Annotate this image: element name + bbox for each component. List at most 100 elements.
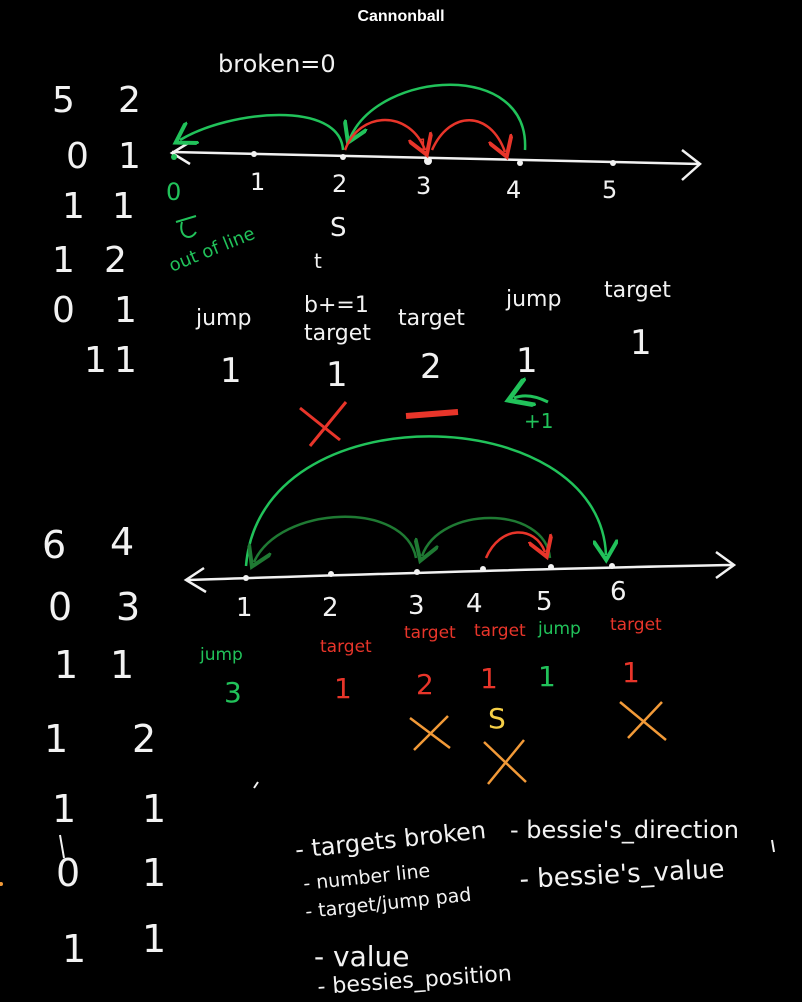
nl2-tick-1: 1 [236, 593, 253, 623]
nl1-type-0: jump [195, 306, 251, 331]
nl2-tick-4: 4 [466, 589, 483, 619]
nl2-tick-5: 5 [536, 587, 553, 617]
input1-a5: 1 [84, 340, 107, 381]
input2-b4: 1 [142, 787, 166, 831]
nl1-tick-4: 4 [506, 176, 521, 204]
out-of-line-text: out of line [166, 223, 258, 276]
nl1-type-1: b+=1 [304, 293, 369, 318]
nl2-type-2: target [320, 637, 372, 657]
nl1-tick-0: 0 [166, 178, 181, 206]
value-labels-1: 1 1 2 1 1 [220, 323, 652, 395]
nl2-type-1: jump [199, 645, 243, 665]
cross-mark-2c [619, 701, 667, 741]
nl1-tick-1: 1 [250, 168, 265, 196]
nl1-value-1: 1 [326, 355, 348, 395]
input1-b0: 2 [118, 80, 141, 121]
nl1-type-5: target [604, 278, 671, 303]
input2-b0: 4 [110, 520, 134, 564]
nl2-type-6: target [610, 615, 662, 635]
input2-a0: 6 [42, 523, 66, 567]
nl2-point-4 [480, 566, 486, 572]
nl1-type-4: jump [505, 287, 561, 312]
jump-arc-3-to-1 [254, 515, 418, 562]
cross-mark-2b [483, 739, 527, 785]
target-arc-3-to-4 [430, 119, 505, 152]
marks-1 [299, 396, 549, 447]
nl1-point-0 [171, 154, 177, 160]
nl1-value-0: 1 [220, 351, 242, 391]
arrows-1: 1 [180, 83, 527, 154]
number-line-2 [183, 550, 737, 594]
input2-a5: 0 [56, 851, 80, 895]
notes-left: - targets broken - number line - target/… [294, 816, 513, 1000]
nl2-tick-3: 3 [408, 591, 425, 621]
nl2-value-5: 1 [538, 660, 556, 693]
nl1-tick-3: 3 [416, 172, 431, 200]
input2-a1: 0 [48, 585, 72, 629]
stray-mark-a [59, 834, 65, 859]
jump-arc-4-to-2 [350, 83, 527, 151]
note-bessies-direction: - bessie's_direction [510, 816, 739, 844]
tick-labels-2: 1 2 3 4 5 6 [236, 577, 627, 623]
input2-a3: 1 [44, 717, 68, 761]
out-of-line-note: out of line [166, 215, 258, 277]
stray-mark-b [253, 781, 259, 789]
broken-note: broken=0 [218, 50, 336, 78]
input1-a1: 0 [66, 136, 89, 177]
target-arc-2-to-3 [343, 118, 425, 150]
stray-mark-c [771, 839, 775, 853]
input1-a0: 5 [52, 80, 75, 121]
nl1-type-2: target [304, 321, 371, 346]
note-targets-broken: - targets broken [294, 816, 488, 864]
start-label-1: S [330, 213, 347, 243]
input2-b5: 1 [142, 851, 166, 895]
nl1-value-2: 2 [420, 347, 442, 387]
nl2-type-4: target [474, 621, 526, 641]
input1-a2: 1 [62, 186, 85, 227]
nl2-value-4: 1 [480, 662, 498, 695]
target-arc-4-to-5 [484, 531, 545, 558]
nl2-point-1 [243, 575, 249, 581]
jump-arc-5-to-3 [422, 516, 552, 558]
nl2-point-2 [328, 571, 334, 577]
note-bessies-value: - bessie's_value [519, 854, 725, 895]
arrows-2 [244, 435, 606, 566]
input1-b2: 1 [112, 186, 135, 227]
nl2-tick-6: 6 [610, 577, 627, 607]
input1-b4: 1 [114, 290, 137, 331]
start-label-2: S [488, 702, 506, 735]
back-arrow-1 [514, 396, 549, 402]
input-table-1: 5 2 0 1 1 1 1 2 0 1 1 1 [52, 80, 141, 381]
dash-mark-1 [405, 409, 459, 419]
nl1-tick-5: 5 [602, 176, 617, 204]
input1-b3: 2 [104, 240, 127, 281]
tick-labels-1: 0 1 2 3 4 5 [166, 168, 617, 206]
nl1-value-3: 1 [516, 341, 538, 381]
t-mark: t [314, 249, 322, 273]
input1-a4: 0 [52, 290, 75, 331]
cross-mark-1 [299, 401, 348, 447]
nl1-tick-2: 2 [332, 170, 347, 198]
input2-b3: 2 [132, 717, 156, 761]
nl2-value-3: 2 [416, 668, 434, 701]
input-table-2: 6 4 0 3 1 1 1 2 1 1 0 1 1 1 [42, 520, 166, 971]
input2-b1: 3 [116, 585, 140, 629]
type-labels-1: jump b+=1 target target jump target [195, 278, 671, 346]
nl1-point-2 [340, 154, 346, 160]
nl2-type-3: target [404, 623, 456, 643]
nl1-point-3 [424, 157, 432, 165]
nl2-value-1: 3 [224, 676, 242, 709]
nl2-point-6 [609, 563, 615, 569]
nl1-type-3: target [398, 306, 465, 331]
jump-arc-back-to-0 [180, 113, 345, 151]
nl2-point-3 [414, 569, 420, 575]
value-labels-2: 3 1 2 1 1 1 [224, 656, 640, 709]
nl2-type-5: jump [537, 619, 581, 639]
nl2-value-2: 1 [334, 672, 352, 705]
page-title: Cannonball [357, 8, 445, 25]
input1-a3: 1 [52, 240, 75, 281]
input1-b1: 1 [118, 136, 141, 177]
input2-a2: 1 [54, 643, 78, 687]
note-value: - value [314, 940, 409, 973]
